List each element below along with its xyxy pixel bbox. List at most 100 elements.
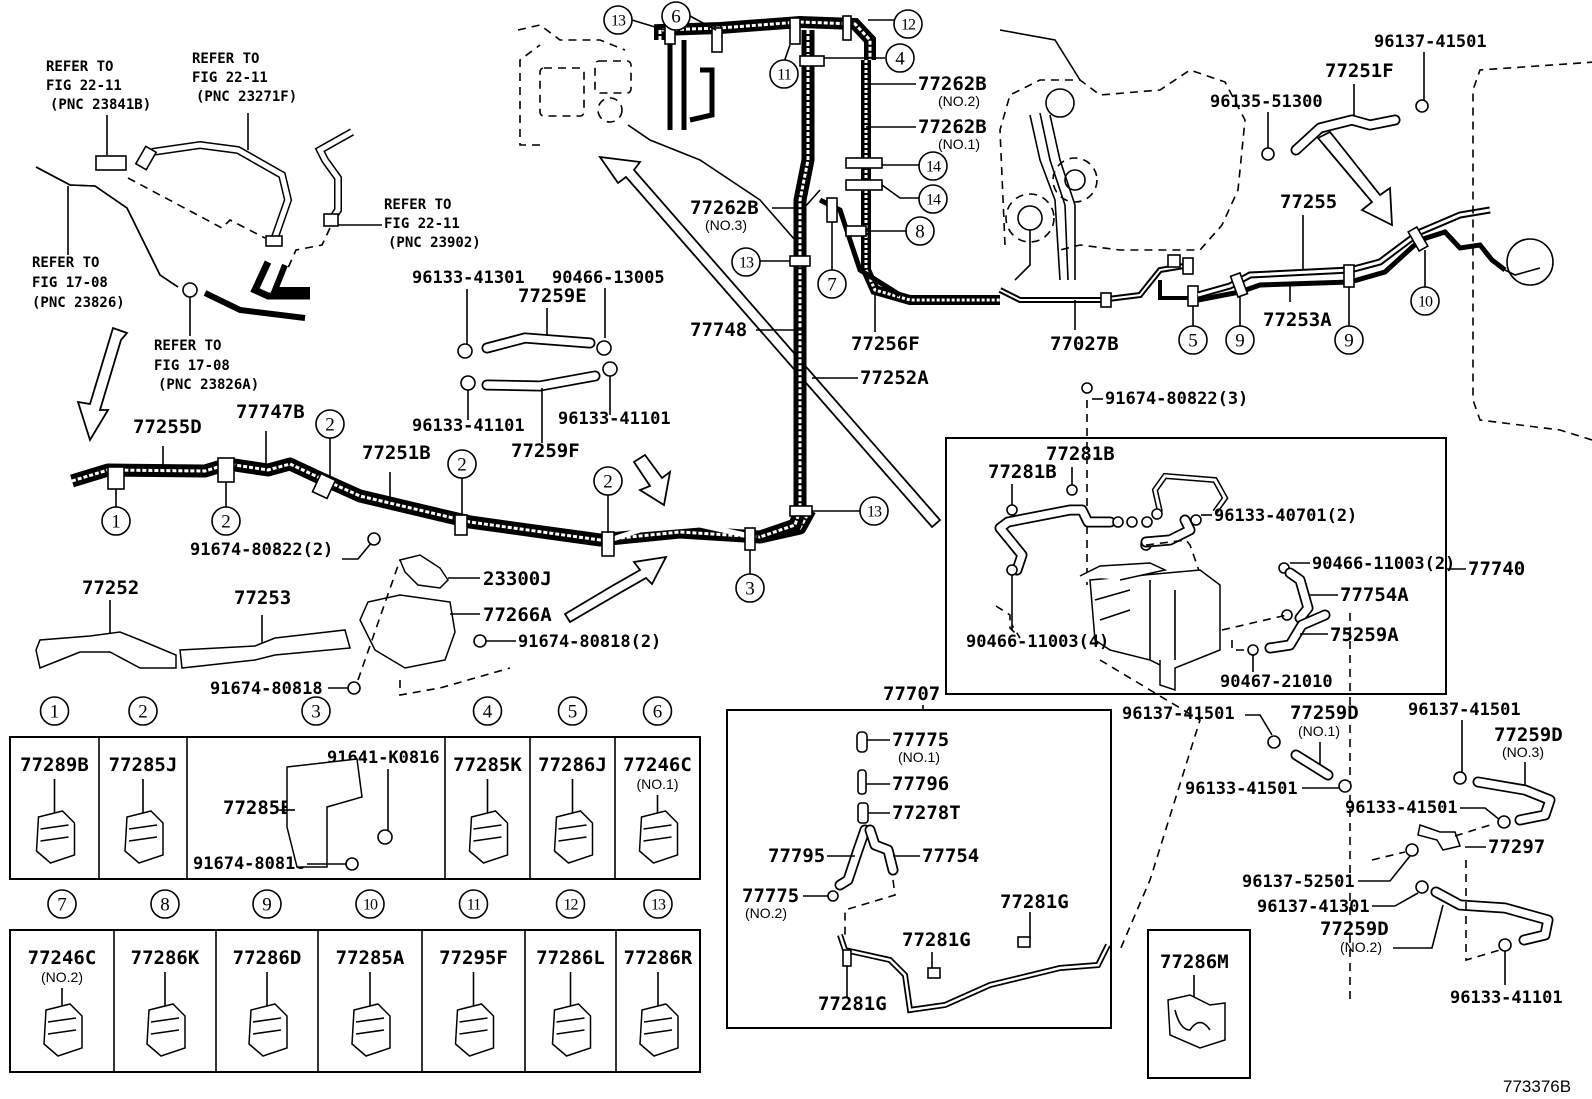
leader-96137-52501 (1358, 855, 1411, 882)
label-77707: 77707 (883, 683, 940, 705)
label-77251F: 77251F (1325, 60, 1394, 82)
ref-label-23841b-l3: (PNC 23841B) (50, 97, 151, 113)
hose-clamp-96137-41501-top (1415, 99, 1429, 113)
clamp-shape-detail (556, 1017, 585, 1035)
tank-pipes-vertical (1029, 112, 1076, 281)
label-96137-41501-mid: 96137-41501 (1122, 704, 1235, 724)
connector-23271f-end (134, 145, 158, 171)
clamp-part-label: 77286K (131, 947, 200, 969)
protector-77252 (35, 631, 177, 670)
right-hose-group: 96137-41501 77259D (NO.1) 96133-41501 96… (1122, 700, 1571, 1096)
callout-circle (150, 889, 180, 919)
callout-number: 14 (926, 159, 941, 176)
ref-label-23271f-l2: FIG 22-11 (192, 70, 268, 86)
bolt-91674-80822 (367, 532, 381, 546)
clamp-part-label: 77246C (623, 754, 692, 776)
clamp-part-label: 77285E (223, 797, 292, 819)
direction-arrow-down-right (632, 453, 672, 507)
ref-label-23841b-l2: FIG 22-11 (46, 78, 122, 94)
label-77775-no2-sub: (NO.2) (745, 905, 787, 921)
label-90467-21010: 90467-21010 (1220, 672, 1333, 692)
label-77259D-no3-sub: (NO.3) (1502, 744, 1544, 760)
callout-number: 9 (1344, 331, 1354, 352)
direction-arrow-down-77251F (1316, 130, 1393, 227)
canister-bracket-top (1079, 562, 1168, 581)
label-96133-40701-2: 96133-40701(2) (1214, 506, 1357, 526)
label-77775-no1: 77775 (892, 729, 949, 751)
pipe-return-highlight (609, 522, 746, 543)
connector-23271f (265, 235, 283, 247)
tank-port-low-ring (1005, 193, 1055, 243)
clamp-number-text: 11 (467, 897, 481, 914)
outline-curve (627, 124, 796, 241)
label-77775-no1-sub: (NO.1) (898, 749, 940, 765)
label-77255: 77255 (1280, 191, 1337, 213)
hose-clamp-canister-b (1126, 516, 1138, 528)
hose-77259D-no1-inner (1292, 751, 1332, 779)
callout-number: 4 (895, 49, 905, 70)
clamp-reference-table: 177289B277285J377285E91641-K081691674-80… (9, 696, 701, 1073)
ref-label-23902-l3: (PNC 23902) (388, 235, 481, 251)
clamp-extra-label-1: 91674-80818 (193, 854, 306, 874)
callout-14-marker-6: 14 (918, 184, 948, 214)
label-77281G-right: 77281G (1000, 891, 1069, 913)
reference-area-top-left: REFER TO FIG 22-11 (PNC 23841B) REFER TO… (32, 51, 481, 443)
hose-canister-left-inner (996, 506, 1114, 574)
label-77259D-no3: 77259D (1494, 724, 1563, 746)
hose-clamp-90466-11003-4 (1006, 564, 1018, 576)
callout-number: 1 (111, 512, 121, 533)
callout-circle (39, 696, 70, 726)
hose-clamp-96133-41101-right (602, 361, 618, 377)
ref-label-23826-l3: (PNC 23826) (32, 295, 125, 311)
label-77259F: 77259F (511, 440, 580, 462)
callout-4-marker-3: 4 (885, 43, 915, 73)
clamp-part-label: 77285A (336, 947, 405, 969)
clamp-shape-detail (643, 1017, 673, 1035)
ref-label-23826a-l2: FIG 17-08 (154, 358, 230, 374)
callout-number: 2 (457, 455, 467, 476)
callout-circle (769, 59, 799, 89)
callout-circle (447, 449, 477, 479)
label-96137-41301: 96137-41301 (1257, 897, 1370, 917)
label-91674-80822-3: 91674-80822(3) (1105, 389, 1248, 409)
clamp-part-sub: (NO.1) (637, 776, 679, 792)
callout-circle (603, 5, 633, 35)
callout-circle (731, 247, 761, 277)
hose-77795-inner (836, 826, 869, 889)
clamp-10 (1407, 225, 1429, 253)
clamp-shape-detail (252, 1017, 282, 1035)
leader-96133-41501-b (1460, 807, 1501, 821)
label-77754A: 77754A (1340, 584, 1409, 606)
clamp-shape-77286L (551, 1003, 592, 1057)
clamp-shape-detail (128, 824, 158, 842)
clamp-shape-bracket (286, 758, 363, 868)
pipe-ref-23271f-inner (151, 142, 291, 241)
callout-6-marker-1: 6 (661, 1, 691, 31)
label-77281B-left: 77281B (988, 461, 1057, 483)
callout-circle (918, 184, 948, 214)
label-77775-no2: 77775 (742, 885, 799, 907)
label-77262B-no3-sub: (NO.3) (705, 217, 747, 233)
clamp-number-text: 1 (50, 702, 60, 723)
callout-circle (1178, 325, 1208, 355)
clip-77281B-left (1006, 504, 1018, 516)
callout-number: 14 (926, 192, 941, 209)
ref-label-23826a-l3: (PNC 23826A) (158, 377, 259, 393)
ref-label-23902-l1: REFER TO (384, 197, 451, 213)
vapor-line-box-frame (726, 709, 1112, 1029)
hose-canister-short-inner (1142, 516, 1194, 546)
clamp_table_row1-frame (9, 736, 701, 880)
callout-13-marker-0: 13 (603, 5, 633, 35)
hose-black-c (203, 290, 306, 321)
hose-77754-inner (866, 826, 897, 874)
label-77252A: 77252A (860, 367, 929, 389)
label-77027B: 77027B (1050, 333, 1119, 355)
clamp-shape-77286D (248, 1003, 288, 1057)
direction-arrow-diagonal (598, 155, 942, 529)
